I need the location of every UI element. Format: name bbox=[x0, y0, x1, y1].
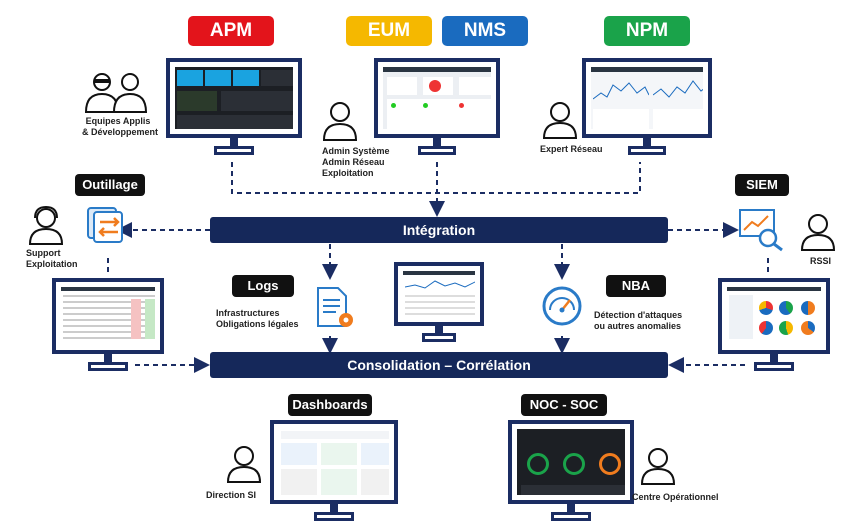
admin-line-3: Exploitation bbox=[322, 168, 374, 178]
direction-label: Direction SI bbox=[206, 490, 257, 500]
apm-monitor bbox=[166, 58, 302, 158]
integration-bar: Intégration bbox=[210, 217, 668, 243]
siem-tag: SIEM bbox=[735, 174, 789, 196]
support-line-1: Support bbox=[26, 248, 61, 258]
logs-desc-line-1: Infrastructures bbox=[216, 308, 280, 318]
apm-badge: APM bbox=[188, 16, 274, 46]
noc-soc-tag: NOC - SOC bbox=[521, 394, 607, 416]
support-monitor bbox=[52, 278, 164, 374]
centre-person-icon bbox=[640, 448, 676, 485]
nba-description: Détection d'attaques ou autres anomalies bbox=[594, 310, 682, 332]
logs-tag: Logs bbox=[232, 275, 294, 297]
support-label: Support Exploitation bbox=[26, 248, 78, 270]
rssi-label: RSSI bbox=[810, 256, 832, 266]
npm-chart-left bbox=[593, 82, 649, 100]
expert-label: Expert Réseau bbox=[540, 144, 603, 154]
logs-document-icon bbox=[317, 287, 353, 327]
nba-gauge-icon bbox=[542, 286, 582, 326]
equipes-label: Equipes Applis & Développement bbox=[82, 116, 159, 138]
integration-tools-icon bbox=[87, 207, 123, 243]
nba-tag: NBA bbox=[606, 275, 666, 297]
eum-badge: EUM bbox=[346, 16, 432, 46]
nms-badge: NMS bbox=[442, 16, 528, 46]
expert-person-icon bbox=[542, 102, 578, 139]
consolidation-bar: Consolidation – Corrélation bbox=[210, 352, 668, 378]
eum-nms-monitor bbox=[374, 58, 500, 158]
equipes-line-2: & Développement bbox=[82, 127, 159, 137]
equipes-line-1: Equipes Applis bbox=[85, 116, 151, 126]
siem-analysis-icon bbox=[739, 209, 783, 252]
outillage-tag: Outillage bbox=[75, 174, 145, 196]
admin-line-2: Admin Réseau bbox=[322, 157, 385, 167]
admin-label: Admin Système Admin Réseau Exploitation bbox=[322, 146, 390, 179]
npm-monitor bbox=[582, 58, 712, 158]
equipes-person-icon bbox=[84, 73, 148, 113]
logs-description: Infrastructures Obligations légales bbox=[216, 308, 299, 330]
admin-person-icon bbox=[322, 102, 358, 141]
support-line-2: Exploitation bbox=[26, 259, 78, 269]
npm-badge: NPM bbox=[604, 16, 690, 46]
centre-label: Centre Opérationnel bbox=[632, 492, 719, 502]
nba-desc-line-2: ou autres anomalies bbox=[594, 321, 682, 331]
npm-chart-right bbox=[653, 80, 703, 98]
logs-desc-line-2: Obligations légales bbox=[216, 319, 299, 329]
direction-person-icon bbox=[226, 446, 262, 483]
rssi-person-icon bbox=[800, 214, 836, 251]
admin-line-1: Admin Système bbox=[322, 146, 390, 156]
dashboards-monitor bbox=[270, 420, 398, 524]
center-monitor bbox=[394, 262, 484, 342]
noc-soc-monitor bbox=[508, 420, 634, 524]
center-monitor-chart bbox=[405, 280, 475, 289]
support-headset-person-icon bbox=[28, 206, 64, 245]
nba-desc-line-1: Détection d'attaques bbox=[594, 310, 683, 320]
siem-monitor bbox=[718, 278, 830, 374]
dashboards-tag: Dashboards bbox=[288, 394, 372, 416]
